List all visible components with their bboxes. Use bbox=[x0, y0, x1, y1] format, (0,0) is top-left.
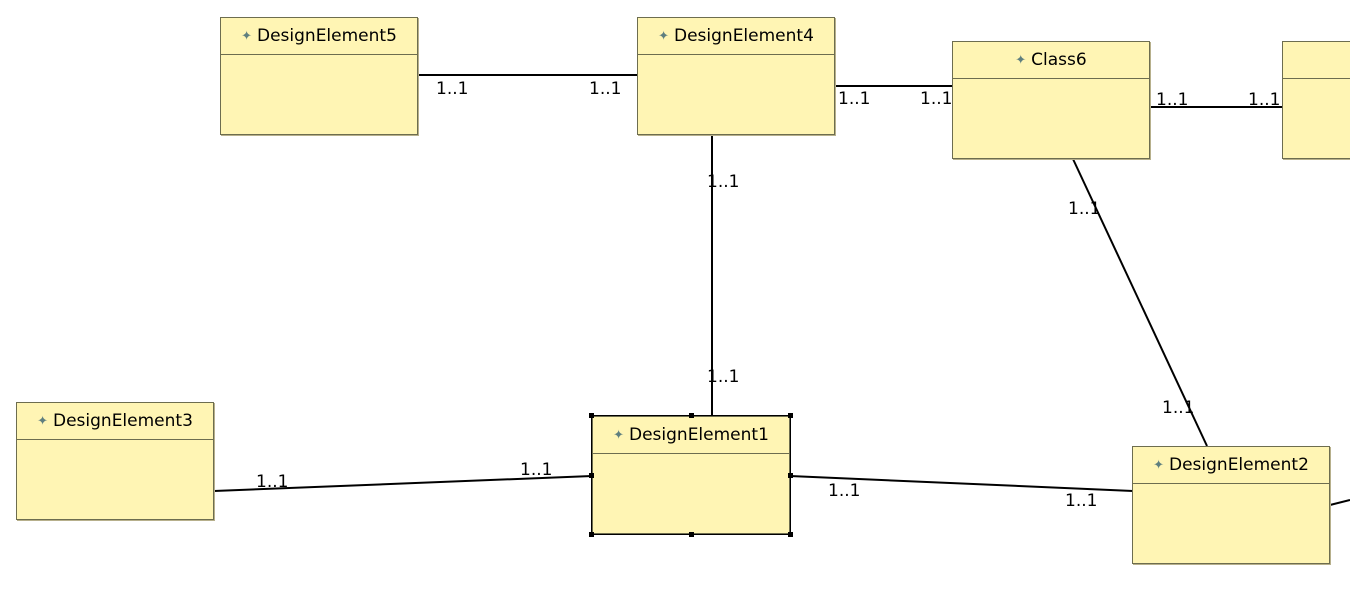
class-icon: ✦ bbox=[613, 427, 624, 443]
multiplicity-label: 1..1 bbox=[1065, 491, 1098, 511]
class-icon: ✦ bbox=[37, 413, 48, 429]
class-node-designelement5[interactable]: ✦ DesignElement5 bbox=[220, 17, 418, 135]
class-node-header: ✦ DesignElement5 bbox=[221, 18, 417, 55]
resize-handle-bottom[interactable] bbox=[689, 532, 694, 537]
class-node-designelement1[interactable]: ✦ DesignElement1 bbox=[592, 416, 790, 534]
multiplicity-label: 1..1 bbox=[707, 172, 740, 192]
class-node-header: ✦ bbox=[1283, 42, 1350, 79]
class-node-designelement3[interactable]: ✦ DesignElement3 bbox=[16, 402, 214, 520]
multiplicity-label: 1..1 bbox=[920, 89, 953, 109]
multiplicity-label: 1..1 bbox=[1162, 398, 1195, 418]
multiplicity-label: 1..1 bbox=[436, 79, 469, 99]
class-node-header: ✦ DesignElement1 bbox=[593, 417, 789, 454]
resize-handle-bottom-right[interactable] bbox=[788, 532, 793, 537]
resize-handle-top-left[interactable] bbox=[589, 413, 594, 418]
class-icon: ✦ bbox=[658, 28, 669, 44]
class-node-header: ✦ DesignElement2 bbox=[1133, 447, 1329, 484]
class-name: DesignElement3 bbox=[53, 411, 193, 431]
multiplicity-label: 1..1 bbox=[589, 79, 622, 99]
association-de1-de2[interactable] bbox=[789, 475, 1134, 492]
class-name: Class6 bbox=[1031, 50, 1087, 70]
multiplicity-label: 1..1 bbox=[1068, 199, 1101, 219]
class-name: DesignElement4 bbox=[674, 26, 814, 46]
class-icon: ✦ bbox=[1015, 52, 1027, 68]
class-node-class6[interactable]: ✦ Class6 bbox=[952, 41, 1150, 159]
class-node-header: ✦ DesignElement4 bbox=[638, 18, 834, 55]
class-node-header: ✦ Class6 bbox=[953, 42, 1149, 79]
multiplicity-label: 1..1 bbox=[1156, 90, 1189, 110]
association-de3-de1[interactable] bbox=[213, 475, 593, 492]
class-node-designelement4[interactable]: ✦ DesignElement4 bbox=[637, 17, 835, 135]
association-de2-offscreen[interactable] bbox=[1329, 499, 1350, 506]
class-node-designelement2[interactable]: ✦ DesignElement2 bbox=[1132, 446, 1330, 564]
resize-handle-top[interactable] bbox=[689, 413, 694, 418]
association-class6-de2[interactable] bbox=[1072, 158, 1208, 447]
multiplicity-label: 1..1 bbox=[707, 367, 740, 387]
multiplicity-label: 1..1 bbox=[1248, 90, 1281, 110]
multiplicity-label: 1..1 bbox=[828, 481, 861, 501]
class-node-offscreen[interactable]: ✦ bbox=[1282, 41, 1350, 159]
class-name: DesignElement2 bbox=[1169, 455, 1309, 475]
class-name: DesignElement5 bbox=[257, 26, 397, 46]
resize-handle-bottom-left[interactable] bbox=[589, 532, 594, 537]
multiplicity-label: 1..1 bbox=[256, 472, 289, 492]
multiplicity-label: 1..1 bbox=[838, 89, 871, 109]
resize-handle-right[interactable] bbox=[788, 473, 793, 478]
class-node-header: ✦ DesignElement3 bbox=[17, 403, 213, 440]
class-name: DesignElement1 bbox=[629, 425, 769, 445]
class-icon: ✦ bbox=[241, 28, 252, 44]
multiplicity-label: 1..1 bbox=[520, 460, 553, 480]
class-icon: ✦ bbox=[1153, 457, 1164, 473]
resize-handle-left[interactable] bbox=[589, 473, 594, 478]
resize-handle-top-right[interactable] bbox=[788, 413, 793, 418]
